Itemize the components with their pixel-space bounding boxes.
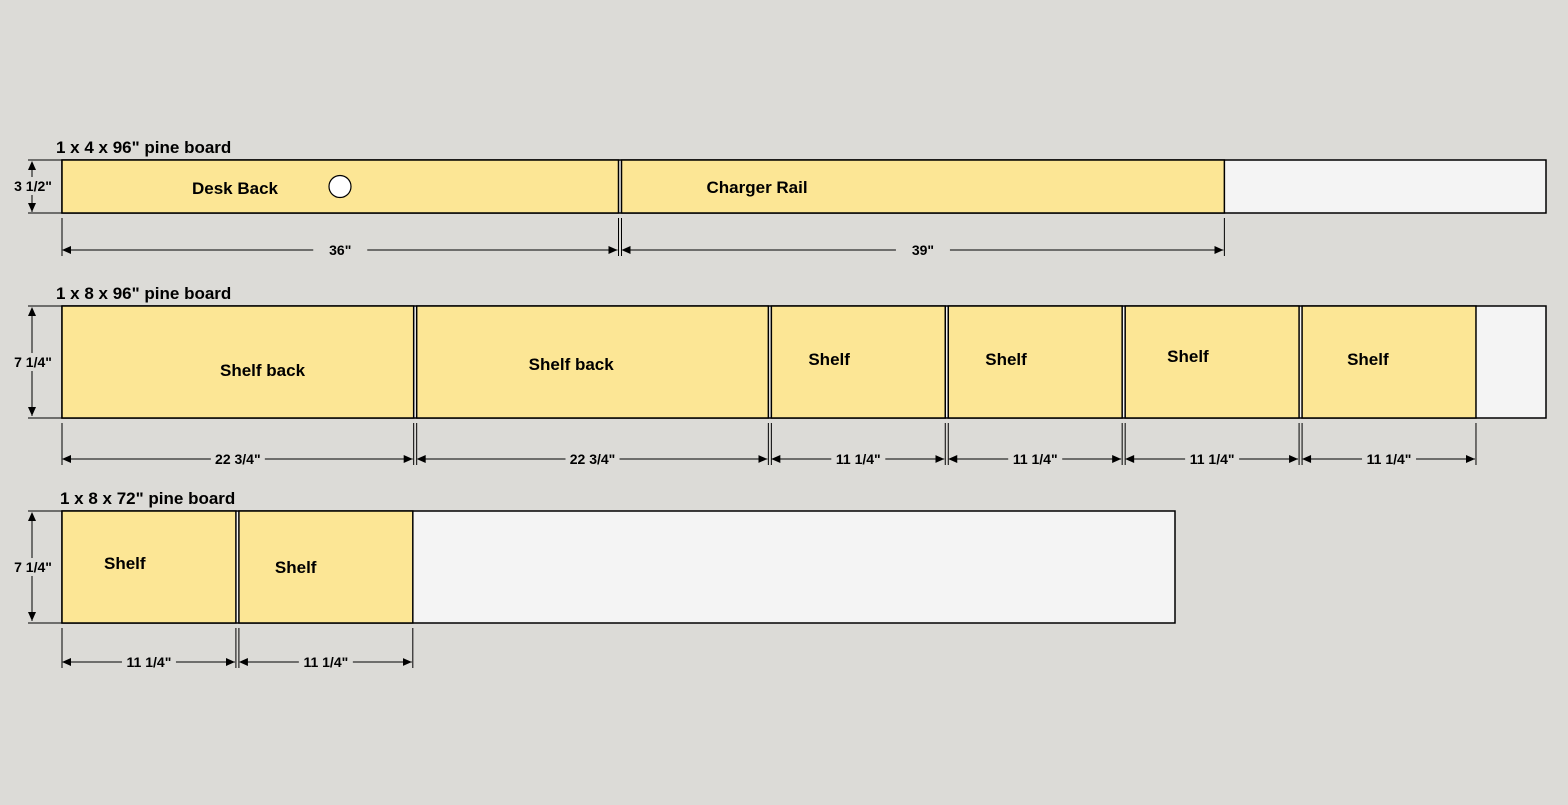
- dimension-label-bg: [1185, 451, 1240, 467]
- board-3: 1 x 8 x 72" pine board Shelf Shelf 7 1/4"…: [10, 489, 1176, 670]
- part-rect: [1301, 305, 1477, 419]
- part-label: Shelf back: [529, 355, 615, 374]
- part-rect: [770, 305, 947, 419]
- part-label: Shelf: [985, 350, 1027, 369]
- dimension-label: 11 1/4": [1190, 451, 1235, 467]
- width-dimension: 7 1/4": [10, 510, 62, 624]
- board-title: 1 x 4 x 96" pine board: [56, 138, 231, 157]
- part-label: Shelf: [1347, 350, 1389, 369]
- dimension-label-bg: [210, 451, 265, 467]
- board-title: 1 x 8 x 72" pine board: [60, 489, 235, 508]
- dimension-label-bg: [895, 242, 950, 258]
- dimension-label-bg: [831, 451, 886, 467]
- width-dimension: 3 1/2": [10, 159, 62, 214]
- dimension-label: 22 3/4": [570, 451, 616, 467]
- width-dimension-label: 7 1/4": [14, 559, 52, 575]
- dimension-label: 11 1/4": [303, 654, 348, 670]
- part-rect: [61, 305, 415, 419]
- width-dimension-label: 7 1/4": [14, 354, 52, 370]
- width-dimension-label: 3 1/2": [14, 178, 52, 194]
- width-label-bg: [10, 177, 56, 195]
- board-2: 1 x 8 x 96" pine board Shelf back Shelf b…: [10, 284, 1547, 467]
- width-label-bg: [10, 558, 56, 576]
- dimension-label: 11 1/4": [127, 654, 172, 670]
- part-rect: [1124, 305, 1300, 419]
- dimension-label: 36": [329, 242, 351, 258]
- part-label: Shelf: [1167, 347, 1209, 366]
- dimension-label: 39": [912, 242, 934, 258]
- part-label: Shelf: [104, 554, 146, 573]
- width-label-bg: [10, 353, 56, 371]
- part-label: Charger Rail: [707, 178, 808, 197]
- dimension-label: 22 3/4": [215, 451, 261, 467]
- part-rect: [415, 305, 770, 419]
- dimension-label: 11 1/4": [1367, 451, 1412, 467]
- width-dimension: 7 1/4": [10, 305, 62, 419]
- part-rect: [61, 510, 237, 624]
- part-label: Shelf back: [220, 361, 306, 380]
- dimension-label: 11 1/4": [1013, 451, 1058, 467]
- dimension-label: 11 1/4": [836, 451, 881, 467]
- hole-marker: [328, 174, 352, 199]
- board-title: 1 x 8 x 96" pine board: [56, 284, 231, 303]
- part-rect: [620, 159, 1226, 214]
- part-label: Desk Back: [192, 179, 279, 198]
- part-rect: [947, 305, 1123, 419]
- dimension-label-bg: [313, 242, 368, 258]
- part-label: Shelf: [275, 558, 317, 577]
- part-label: Shelf: [808, 350, 850, 369]
- part-rect: [238, 510, 414, 624]
- dimension-label-bg: [1008, 451, 1063, 467]
- dimension-label-bg: [1362, 451, 1417, 467]
- dimension-label-bg: [565, 451, 620, 467]
- dimension-label-bg: [298, 654, 353, 670]
- dimension-label-bg: [121, 654, 176, 670]
- board-1: 1 x 4 x 96" pine board Desk Back Charger …: [10, 138, 1547, 258]
